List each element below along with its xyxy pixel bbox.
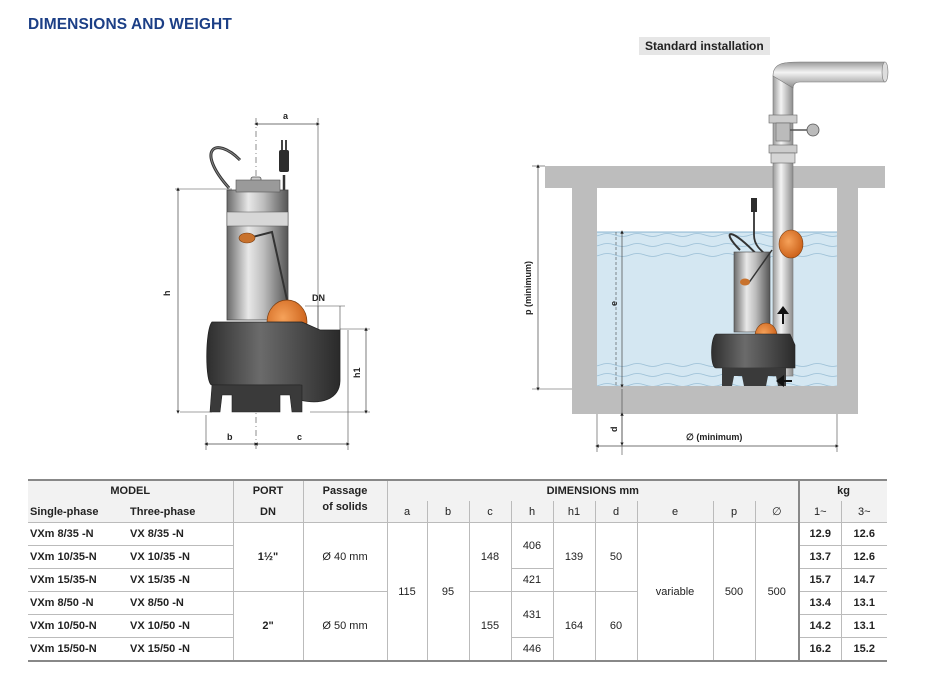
dim-p-label: p (minimum) — [523, 261, 533, 315]
col-d: d — [594, 501, 637, 523]
table-row-three: VX 8/50 -N — [128, 591, 233, 615]
dim-dn-label: DN — [312, 293, 325, 303]
dimensions-weight-table: MODEL PORT Passage DIMENSIONS mm kg Sing… — [28, 479, 887, 662]
kg-3: 12.6 — [840, 545, 887, 569]
dim-a-label: a — [283, 111, 289, 121]
value-e: variable — [636, 522, 713, 662]
value-d-50: 60 — [594, 591, 637, 662]
table-row-three: VX 10/35 -N — [128, 545, 233, 569]
kg-3: 15.2 — [840, 637, 887, 662]
header-dn: DN — [232, 501, 303, 523]
dim-b-label: b — [227, 432, 233, 442]
table-row-single: VXm 10/50-N — [28, 614, 128, 638]
kg-1: 15.7 — [798, 568, 841, 592]
col-h1: h1 — [552, 501, 595, 523]
kg-1: 16.2 — [798, 637, 841, 662]
kg-3: 13.1 — [840, 591, 887, 615]
col-diameter: ∅ — [754, 501, 799, 523]
passage-50: Ø 50 mm — [302, 591, 387, 662]
value-d-35: 50 — [594, 522, 637, 592]
port-35: 1½" — [232, 522, 303, 592]
col-b: b — [426, 501, 469, 523]
col-a: a — [386, 501, 427, 523]
value-h-35a: 406 — [510, 522, 553, 569]
table-row-three: VX 15/50 -N — [128, 637, 233, 662]
value-h1-50: 164 — [552, 591, 595, 662]
header-port: PORT — [232, 479, 303, 501]
col-e: e — [636, 501, 713, 523]
table-row-three: VX 10/50 -N — [128, 614, 233, 638]
value-c-50: 155 — [468, 591, 511, 662]
table-row-three: VX 8/35 -N — [128, 522, 233, 546]
dimension-diagrams: h a b c DN h1 — [162, 61, 889, 455]
value-h-35b: 421 — [510, 568, 553, 592]
kg-3: 13.1 — [840, 614, 887, 638]
table-row-three: VX 15/35 -N — [128, 568, 233, 592]
table-row-single: VXm 10/35-N — [28, 545, 128, 569]
page-title: DIMENSIONS AND WEIGHT — [28, 16, 232, 33]
header-kg: kg — [798, 479, 887, 501]
standard-installation-label: Standard installation — [639, 37, 770, 55]
dim-d-label: d — [609, 427, 619, 433]
col-p: p — [712, 501, 755, 523]
value-a: 115 — [386, 522, 427, 662]
table-row-single: VXm 15/50-N — [28, 637, 128, 662]
dim-h1-label: h1 — [352, 367, 362, 378]
pump-front-view: h a b c DN h1 — [162, 111, 370, 450]
dim-c-label: c — [297, 432, 302, 442]
value-h1-35: 139 — [552, 522, 595, 592]
value-p: 500 — [712, 522, 755, 662]
header-passage-2: of solids — [302, 501, 387, 523]
value-h-50b: 446 — [510, 637, 553, 662]
header-three-phase: Three-phase — [128, 501, 233, 523]
value-b: 95 — [426, 522, 469, 662]
header-model: MODEL — [28, 479, 233, 501]
header-dimensions: DIMENSIONS mm — [386, 479, 799, 501]
passage-35: Ø 40 mm — [302, 522, 387, 592]
dim-h-label: h — [162, 291, 172, 297]
header-passage: Passage — [302, 479, 387, 501]
kg-3: 14.7 — [840, 568, 887, 592]
port-50: 2" — [232, 591, 303, 662]
value-h-50a: 431 — [510, 591, 553, 638]
col-kg-1: 1~ — [798, 501, 841, 523]
table-row-single: VXm 8/35 -N — [28, 522, 128, 546]
col-kg-3: 3~ — [840, 501, 887, 523]
col-h: h — [510, 501, 553, 523]
table-row-single: VXm 15/35-N — [28, 568, 128, 592]
value-diameter: 500 — [754, 522, 799, 662]
value-c-35: 148 — [468, 522, 511, 592]
header-single-phase: Single-phase — [28, 501, 128, 523]
standard-installation-drawing: p (minimum) e d ∅ (minimum) — [523, 61, 889, 455]
kg-1: 14.2 — [798, 614, 841, 638]
kg-1: 12.9 — [798, 522, 841, 546]
dim-e-label: e — [609, 301, 619, 306]
dim-diameter-label: ∅ (minimum) — [686, 432, 742, 442]
kg-3: 12.6 — [840, 522, 887, 546]
table-row-single: VXm 8/50 -N — [28, 591, 128, 615]
kg-1: 13.7 — [798, 545, 841, 569]
kg-1: 13.4 — [798, 591, 841, 615]
col-c: c — [468, 501, 511, 523]
